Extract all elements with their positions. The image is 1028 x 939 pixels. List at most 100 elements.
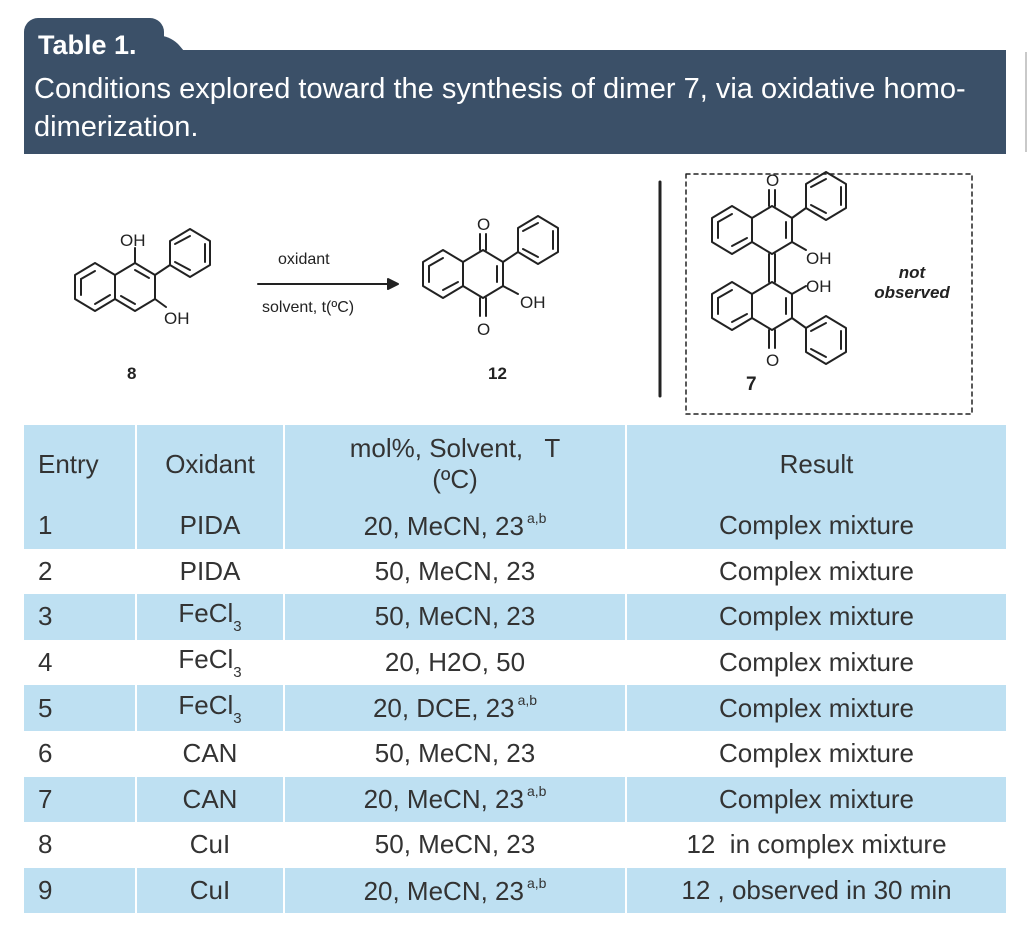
oxidant-value: FeCl bbox=[178, 689, 234, 720]
arrow-reagent-label: oxidant bbox=[278, 251, 330, 268]
cell-result: Complex mixture bbox=[625, 730, 1006, 777]
cell-entry: 7 bbox=[24, 776, 136, 823]
entry-value: 7 bbox=[38, 783, 53, 814]
not-observed-line2: observed bbox=[874, 283, 950, 302]
cell-oxidant: PIDA bbox=[135, 503, 284, 549]
compound-7-o-top: O bbox=[766, 171, 779, 190]
compound-8-oh-top: OH bbox=[120, 231, 146, 250]
cell-oxidant: FeCl3 bbox=[135, 594, 284, 640]
cell-entry: 4 bbox=[24, 640, 136, 686]
oxidant-value: CAN bbox=[182, 783, 238, 814]
footnote-marker: a,b bbox=[526, 783, 547, 800]
cell-conditions: 50, MeCN, 23 bbox=[283, 730, 626, 777]
oxidant-value: PIDA bbox=[179, 510, 241, 541]
cell-oxidant: FeCl3 bbox=[135, 639, 284, 686]
entry-value: 2 bbox=[38, 555, 53, 586]
compound-12-structure bbox=[422, 215, 559, 317]
table-row: 8 CuI 50, MeCN, 23 12 in complex mixture bbox=[24, 822, 1006, 868]
result-value: Complex mixture bbox=[718, 783, 915, 814]
page-edge-divider bbox=[1025, 52, 1028, 152]
footnote-marker: a,b bbox=[526, 874, 547, 891]
oxidant-subscript: 3 bbox=[233, 709, 242, 727]
header-oxidant: Oxidant bbox=[135, 425, 284, 503]
entry-value: 6 bbox=[38, 738, 53, 769]
table-header-row: Entry Oxidant mol%, Solvent, T (ºC) Resu… bbox=[24, 425, 1006, 503]
cell-entry: 5 bbox=[24, 685, 136, 731]
cell-oxidant: CuI bbox=[135, 822, 284, 868]
header-entry: Entry bbox=[24, 425, 136, 503]
entry-value: 8 bbox=[38, 829, 53, 860]
conditions-value: 50, MeCN, 23 bbox=[374, 738, 536, 769]
cell-result: Complex mixture bbox=[625, 594, 1006, 640]
entry-value: 3 bbox=[38, 601, 53, 632]
cell-entry: 9 bbox=[24, 867, 136, 914]
footnote-marker: a,b bbox=[517, 692, 538, 709]
conditions-value: 50, MeCN, 23 bbox=[374, 829, 536, 860]
cell-entry: 8 bbox=[24, 822, 136, 868]
oxidant-value: CuI bbox=[189, 829, 231, 860]
conditions-value: 50, MeCN, 23 bbox=[374, 555, 536, 586]
compound-7-oh-upper: OH bbox=[806, 249, 832, 268]
entry-value: 4 bbox=[38, 647, 53, 678]
table-row: 4 FeCl3 20, H2O, 50 Complex mixture bbox=[24, 639, 1006, 686]
table-title: Table 1. bbox=[38, 30, 137, 60]
result-value: Complex mixture bbox=[718, 647, 915, 678]
entry-value: 9 bbox=[38, 875, 53, 906]
compound-8-oh-bottom: OH bbox=[164, 309, 190, 328]
arrow-conditions-label: solvent, t(ºC) bbox=[262, 299, 354, 316]
compound-8-structure bbox=[74, 228, 211, 312]
cell-result: 12 , observed in 30 min bbox=[625, 867, 1006, 914]
cell-conditions: 50, MeCN, 23 bbox=[283, 594, 626, 640]
cell-entry: 2 bbox=[24, 549, 136, 595]
entry-value: 5 bbox=[38, 692, 53, 723]
oxidant-subscript: 3 bbox=[233, 664, 242, 682]
cell-oxidant: FeCl3 bbox=[135, 685, 284, 731]
header-conditions-line2: (ºC) bbox=[432, 464, 478, 494]
header-conditions-line1: mol%, Solvent, T bbox=[349, 433, 561, 463]
cell-conditions: 20, H2O, 50 bbox=[283, 639, 626, 686]
oxidant-value: CuI bbox=[189, 875, 231, 906]
header-conditions: mol%, Solvent, T (ºC) bbox=[283, 425, 626, 503]
footnote-marker: a,b bbox=[526, 509, 547, 526]
result-value: 12 , observed in 30 min bbox=[681, 875, 952, 906]
result-value: Complex mixture bbox=[718, 738, 915, 769]
compound-12-label: 12 bbox=[488, 364, 507, 383]
result-value: 12 in complex mixture bbox=[686, 829, 947, 860]
conditions-value: 20, MeCN, 23 bbox=[363, 784, 524, 815]
table-caption: Conditions explored toward the synthesis… bbox=[34, 73, 966, 143]
cell-entry: 3 bbox=[24, 594, 136, 640]
result-value: Complex mixture bbox=[718, 510, 915, 541]
oxidant-subscript: 3 bbox=[233, 618, 242, 636]
conditions-value: 50, MeCN, 23 bbox=[374, 601, 536, 632]
oxidant-value: FeCl bbox=[178, 644, 234, 675]
dimer-box bbox=[685, 173, 973, 415]
header-result: Result bbox=[625, 425, 1006, 503]
conditions-value: 20, H2O, 50 bbox=[384, 647, 526, 678]
compound-12-o-bottom: O bbox=[477, 320, 490, 339]
cell-oxidant: CuI bbox=[135, 867, 284, 914]
compound-12-oh: OH bbox=[520, 293, 546, 312]
cell-result: Complex mixture bbox=[625, 776, 1006, 823]
cell-conditions: 50, MeCN, 23 bbox=[283, 548, 626, 595]
cell-oxidant: PIDA bbox=[135, 548, 284, 595]
entry-value: 1 bbox=[38, 510, 53, 541]
cell-entry: 1 bbox=[24, 503, 136, 549]
conditions-value: 20, MeCN, 23 bbox=[363, 875, 524, 906]
result-value: Complex mixture bbox=[718, 692, 915, 723]
cell-conditions: 50, MeCN, 23 bbox=[283, 822, 626, 868]
compound-7-o-bottom: O bbox=[766, 351, 779, 370]
cell-result: Complex mixture bbox=[625, 685, 1006, 731]
conditions-table: Entry Oxidant mol%, Solvent, T (ºC) Resu… bbox=[24, 425, 1006, 914]
